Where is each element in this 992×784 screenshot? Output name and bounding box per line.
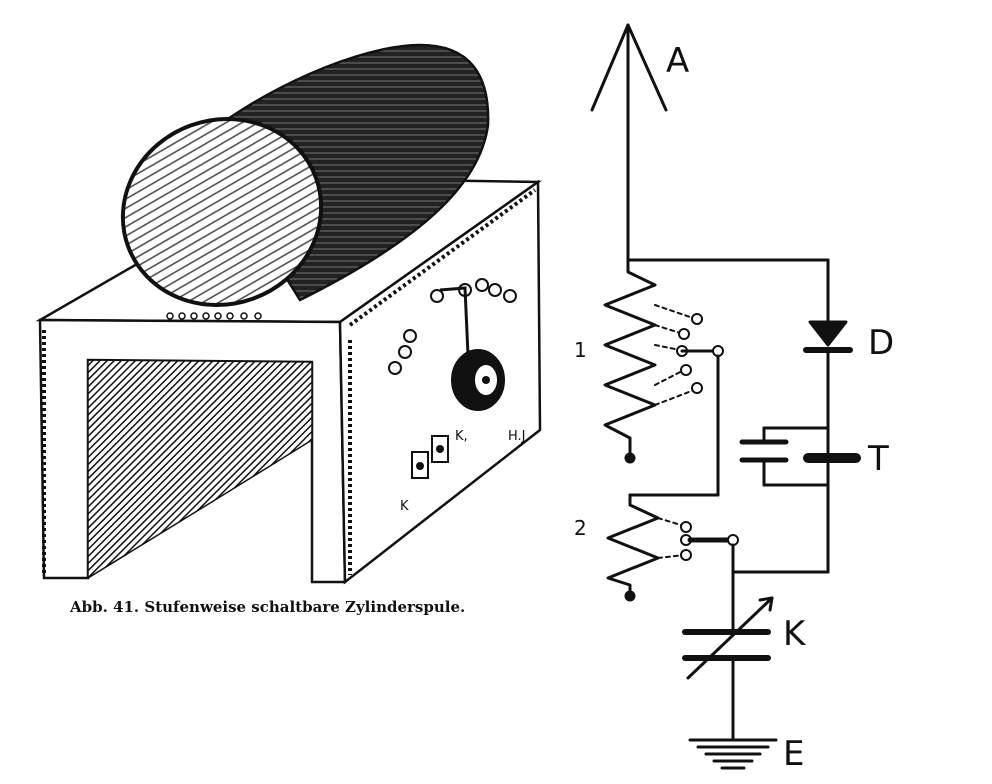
coil-tap-points xyxy=(166,312,262,320)
variable-capacitor-symbol xyxy=(682,596,774,680)
telephone-symbol xyxy=(739,426,861,487)
coil-apparatus-illustration: K K, H.J xyxy=(35,43,542,585)
label-coil-2: 2 xyxy=(574,516,587,540)
base-side-face xyxy=(338,179,542,585)
coil-1-tap-contacts xyxy=(676,313,703,394)
earth-symbol xyxy=(688,738,778,770)
label-coil-1: 1 xyxy=(574,338,587,362)
circuit-schematic xyxy=(590,23,861,770)
cylinder-open-end xyxy=(120,117,324,307)
label-terminal-k1: K, xyxy=(455,429,468,444)
detector-symbol xyxy=(803,320,853,353)
coil-2-tap-contacts xyxy=(680,521,692,561)
base-arch-shadow xyxy=(87,359,313,580)
label-earth: E xyxy=(783,734,804,774)
antenna-symbol xyxy=(590,23,668,262)
switch-contacts xyxy=(388,278,517,375)
label-detector: D xyxy=(868,323,894,363)
coil-2-symbol xyxy=(606,493,660,594)
figure-caption: Abb. 41. Stufenweise schaltbare Zylinder… xyxy=(69,598,465,616)
label-hj: H.J xyxy=(508,429,526,444)
coil-1-symbol xyxy=(603,258,657,457)
label-antenna: A xyxy=(666,41,689,81)
label-capacitor: K xyxy=(783,614,807,654)
label-telephone: T xyxy=(867,439,889,479)
switch-arm xyxy=(439,286,470,356)
label-terminal-k: K xyxy=(400,499,409,514)
